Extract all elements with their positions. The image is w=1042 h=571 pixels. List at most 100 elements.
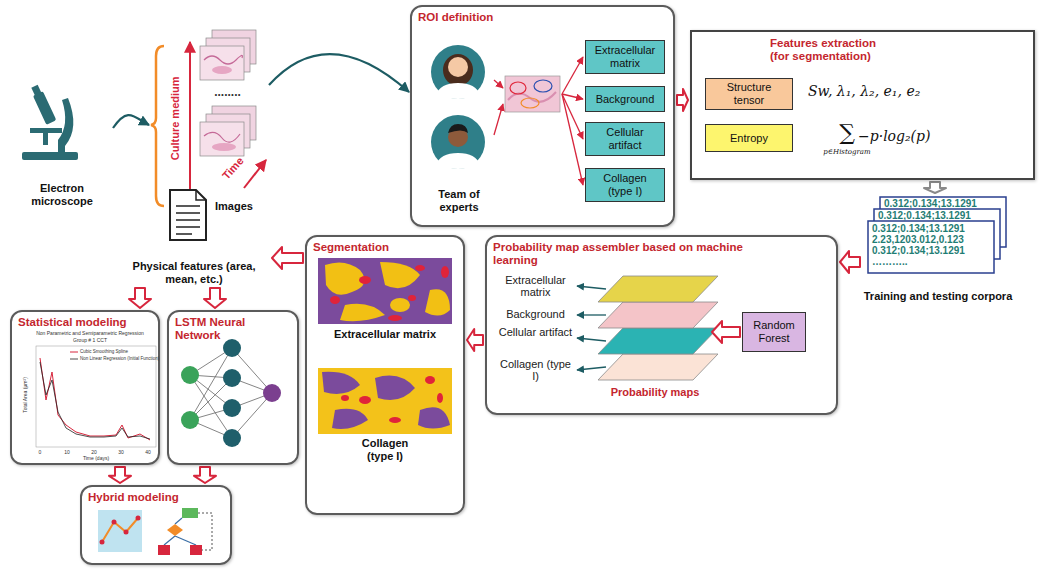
culture-arrow — [190, 42, 191, 200]
stage-panel-text: Features extraction (for segmentation) — [770, 37, 895, 63]
data-row: 0.312;0.134;13.1291 — [872, 245, 994, 256]
tick-label: 20 — [84, 449, 104, 455]
probability-layers — [598, 276, 718, 302]
stage-panel-text: LSTM Neural Network — [175, 316, 291, 342]
stage-panel-text: Probability map assembler based on machi… — [493, 241, 758, 267]
stage-panel: Segmentation — [305, 235, 465, 515]
microscope-icon — [22, 152, 78, 160]
flow-arrow — [840, 251, 860, 273]
segmentation-map — [325, 262, 450, 321]
segmentation-map — [415, 265, 425, 271]
chart-title: Group # 1 CCT — [22, 337, 158, 343]
hybrid-icon — [100, 540, 105, 545]
network-icon — [181, 339, 281, 447]
hybrid-icon — [182, 508, 198, 518]
data-cards — [868, 221, 994, 273]
segmentation-map — [322, 372, 450, 429]
hybrid-icon — [164, 536, 175, 545]
tick-label: 0 — [30, 449, 50, 455]
expert-icon — [436, 83, 480, 99]
segmentation-map — [388, 315, 402, 321]
segmentation-map — [332, 409, 368, 429]
segmentation-map — [325, 262, 365, 294]
network-icon — [223, 339, 241, 357]
stage-panel-text: Statistical modeling — [18, 316, 152, 329]
formula: p∈Histogram — [812, 148, 882, 156]
hybrid-icon — [167, 524, 183, 536]
hybrid-icon — [158, 545, 170, 555]
figure-caption: Probability maps — [590, 386, 720, 399]
segmentation-map — [330, 296, 340, 304]
expert-team-text: Team of experts — [420, 188, 498, 214]
time-arrow — [244, 160, 266, 188]
axis-label: Time — [218, 153, 247, 184]
hybrid-icon — [112, 520, 117, 525]
hybrid-icon — [136, 516, 141, 521]
document-icon — [176, 206, 200, 234]
document-icon — [170, 190, 206, 240]
roi-arrows — [562, 57, 583, 94]
roi-arrows — [494, 80, 503, 88]
network-icon — [232, 393, 272, 438]
hybrid-icon — [175, 518, 182, 524]
hybrid-icon — [98, 508, 212, 555]
expert-team: Team of experts — [420, 42, 498, 214]
segmentation-map — [425, 289, 450, 315]
probability-layers — [598, 354, 718, 380]
formula: ∑ — [832, 120, 862, 145]
segmentation-map — [418, 407, 450, 428]
document-icon — [176, 219, 200, 221]
probability-layers — [598, 302, 718, 328]
layer-pointers — [577, 338, 606, 341]
formula: −p·log₂(p) — [858, 128, 968, 144]
layer-pointers — [577, 367, 606, 370]
segmentation-map — [318, 258, 452, 434]
network-icon — [223, 369, 241, 387]
document-icon — [176, 233, 192, 235]
segmentation-map — [341, 395, 349, 401]
time-arrow — [244, 160, 266, 188]
class-box: Extracellular matrix — [585, 40, 665, 74]
histology-images — [200, 122, 244, 156]
stage-panel-text: ROI definition — [418, 11, 667, 24]
roi-thumbnail — [534, 80, 552, 92]
histology-images — [204, 132, 240, 142]
image-stack: Images — [150, 28, 268, 213]
regression-chart — [40, 358, 150, 440]
expert-icon — [436, 153, 480, 169]
roi-thumbnail — [505, 76, 560, 112]
flow-arrow — [109, 467, 131, 483]
class-box: Cellular artifact — [585, 122, 665, 156]
forest-arrow — [712, 321, 740, 343]
flow-arrow — [924, 182, 946, 193]
probability-layers — [598, 276, 718, 380]
tick-label: 10 — [57, 449, 77, 455]
tick-label: 30 — [111, 449, 131, 455]
stage-panel-text: Hybrid modeling — [88, 491, 224, 504]
flow-arrow — [272, 247, 303, 269]
histology-images — [200, 30, 256, 156]
segmentation-map — [318, 258, 452, 324]
network-icon — [181, 366, 199, 384]
roi-arrows — [562, 94, 583, 99]
class-box-text: Collagen (type I) — [590, 172, 660, 198]
network-icon — [232, 348, 272, 393]
legend-entry: Non Linear Regression (Initial Function) — [80, 356, 159, 361]
culture-bracket — [151, 46, 164, 206]
document-icon — [170, 190, 206, 240]
network-icon — [263, 384, 281, 402]
layer-label: Background — [498, 308, 573, 320]
feature-box-text: Entropy — [730, 132, 768, 145]
flow-arrow — [113, 115, 149, 128]
document-node: Physical features (area, mean, etc.) — [118, 188, 270, 286]
expert-icon — [431, 45, 485, 99]
data-row: 2.23,1203.012,0.123 — [872, 234, 994, 245]
hybrid-icon — [98, 510, 142, 552]
image-stack-text: Images — [215, 200, 253, 213]
data-row: 0.312;0.134;13.1291 — [872, 223, 994, 234]
flow-arrow — [129, 288, 151, 308]
legend-entry: Cubic Smoothing Spline — [80, 349, 128, 354]
microscope-icon — [43, 133, 48, 145]
probability-layers — [598, 328, 718, 354]
flow-arrow — [194, 467, 216, 483]
